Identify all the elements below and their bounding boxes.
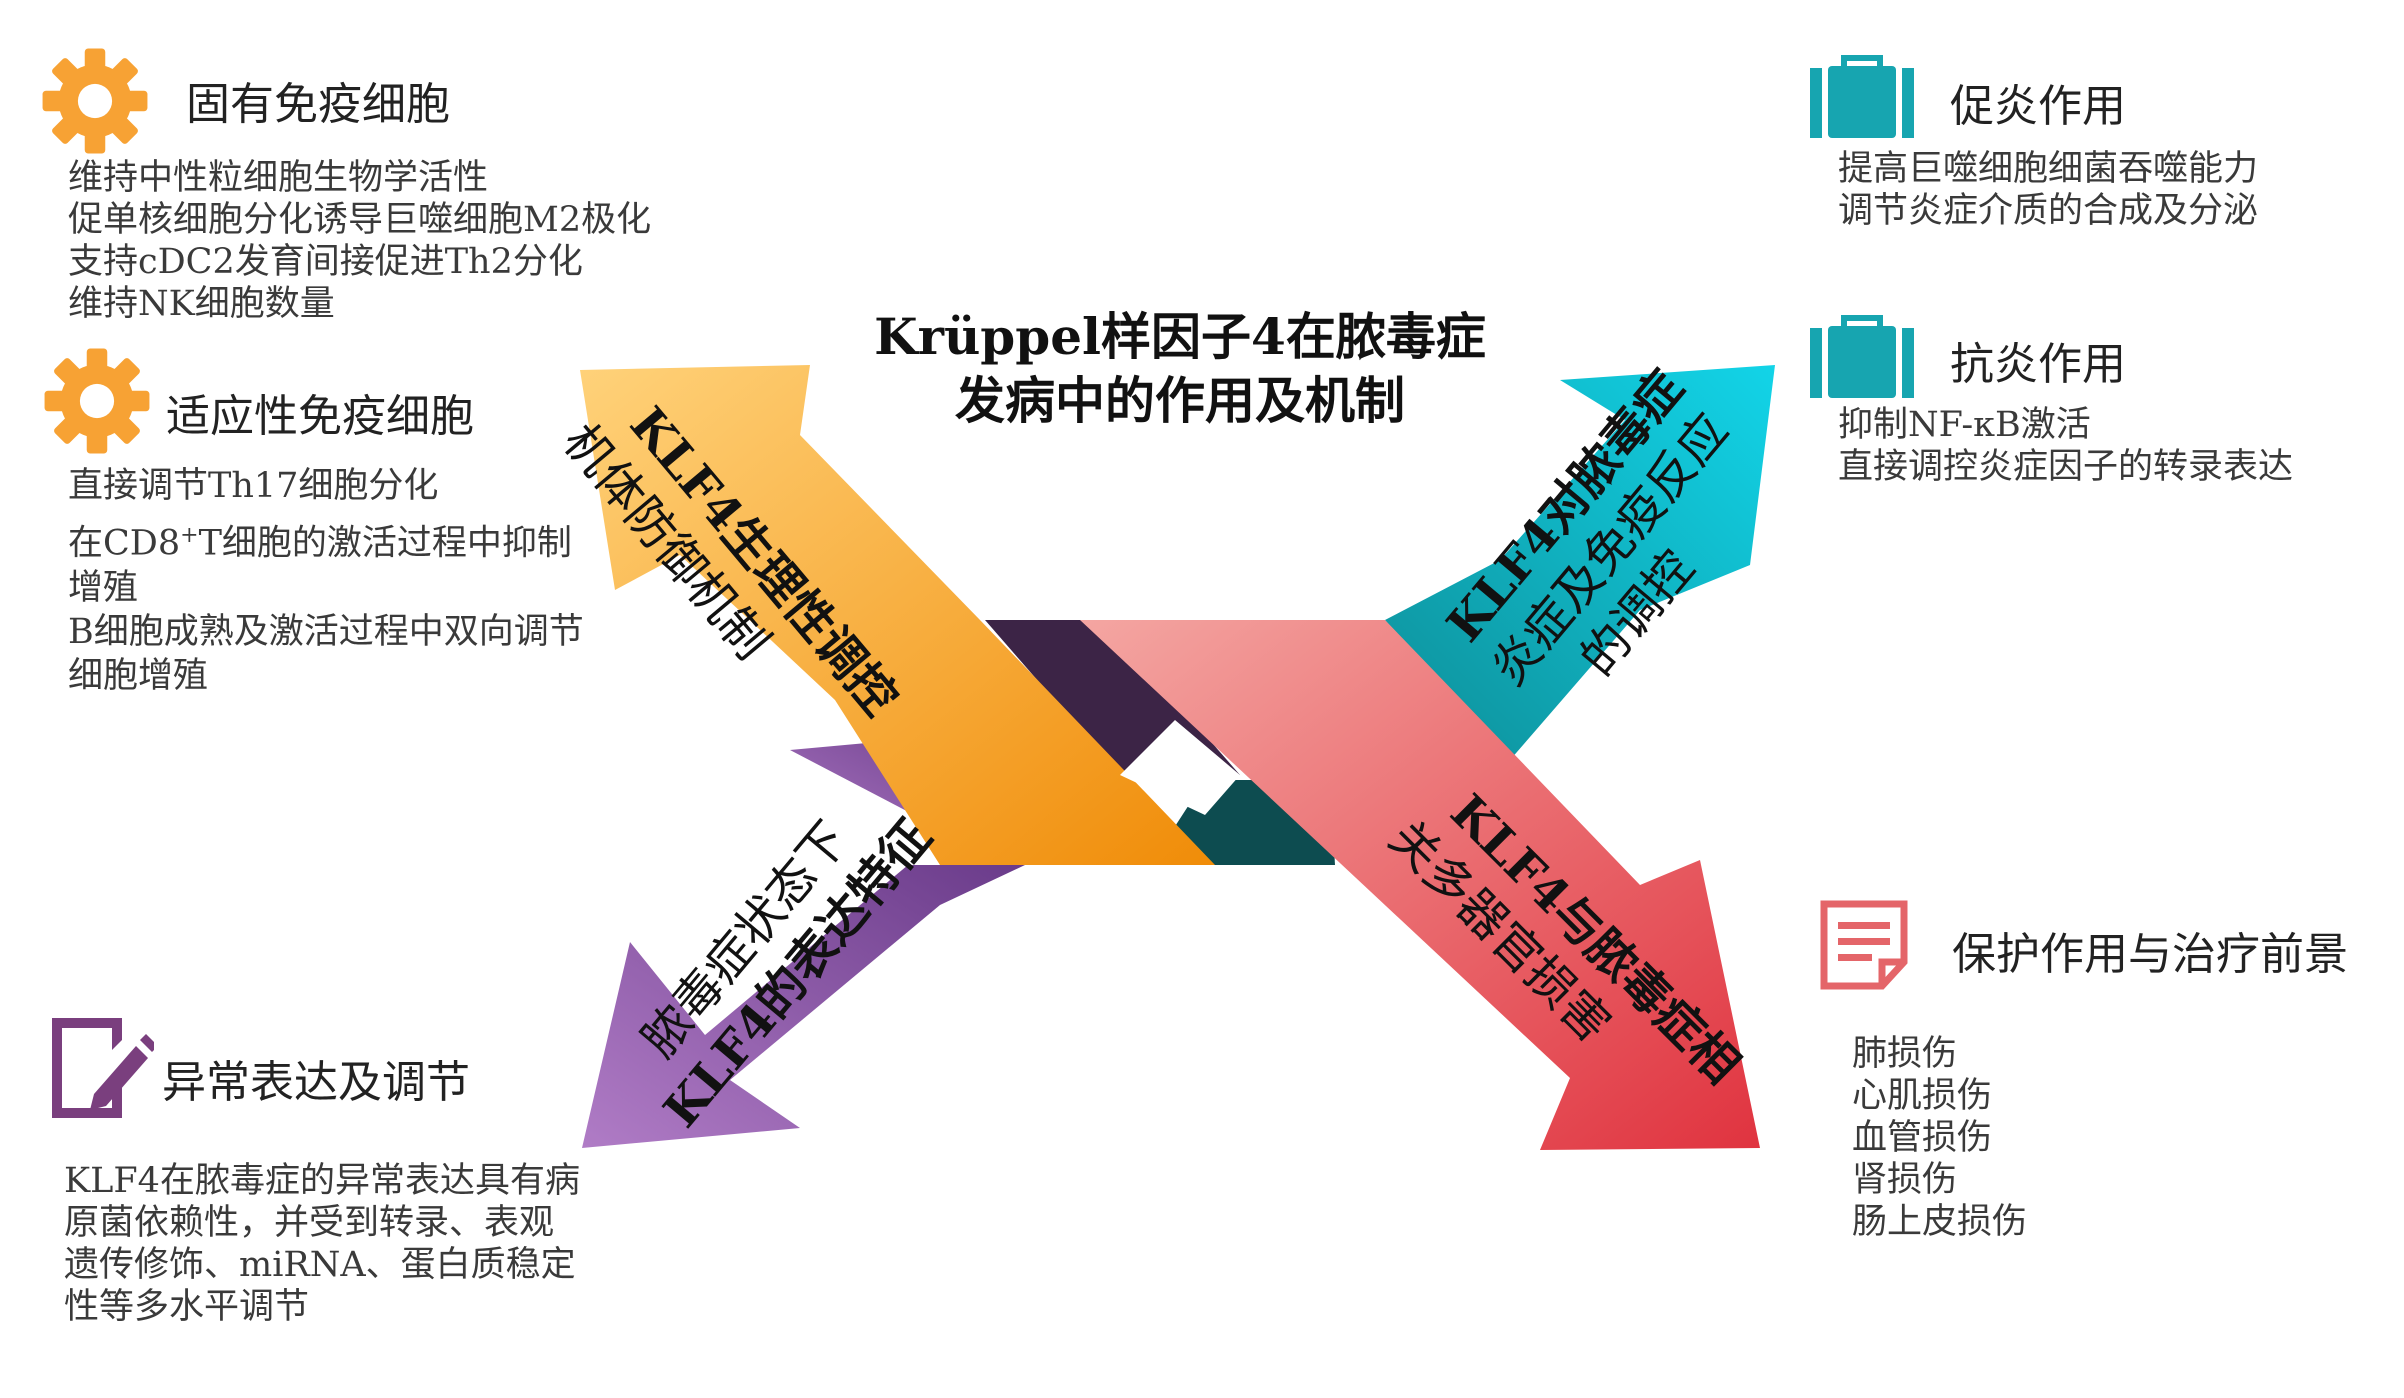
bag-icon <box>1810 315 1914 398</box>
pencil-note-icon <box>52 1018 154 1118</box>
list-item: 血管损伤 <box>1852 1118 1993 1158</box>
list-item: 肺损伤 <box>1852 1034 1958 1074</box>
list-item: B细胞成熟及激活过程中双向调节 <box>68 611 584 652</box>
list-item: 肾损伤 <box>1852 1160 1958 1200</box>
list-item: KLF4在脓毒症的异常表达具有病 <box>64 1161 580 1201</box>
adaptive-list: 直接调节Th17细胞分化 在CD8+T细胞的激活过程中抑制 增殖 B细胞成熟及激… <box>68 464 584 698</box>
gear-icon <box>44 348 150 454</box>
main-title-line: Krüppel样因子4在脓毒症 <box>874 307 1486 366</box>
list-item: 调节炎症介质的合成及分泌 <box>1838 191 2259 231</box>
list-item: 直接调控炎症因子的转录表达 <box>1838 447 2294 487</box>
list-item: 原菌依赖性，并受到转录、表观 <box>64 1203 555 1243</box>
section-title-protect: 保护作用与治疗前景 <box>1952 929 2348 980</box>
list-item-text: 在CD8 <box>68 523 181 564</box>
list-item: 性等多水平调节 <box>64 1287 310 1327</box>
list-item: 遗传修饰、miRNA、蛋白质稳定 <box>64 1245 576 1285</box>
superscript-plus: + <box>180 523 199 548</box>
orange-arrow <box>580 365 1215 865</box>
list-item: 细胞增殖 <box>68 655 209 696</box>
section-title-adaptive: 适应性免疫细胞 <box>166 391 474 442</box>
list-item: 肠上皮损伤 <box>1852 1202 2028 1242</box>
list-item: 维持中性粒细胞生物学活性 <box>68 158 489 198</box>
anti-list: 抑制NF-κB激活 直接调控炎症因子的转录表达 <box>1838 404 2293 488</box>
list-item: 心肌损伤 <box>1852 1076 1993 1116</box>
section-title-abnormal: 异常表达及调节 <box>162 1057 470 1108</box>
list-item: 直接调节Th17细胞分化 <box>68 466 439 506</box>
protect-list: 肺损伤 心肌损伤 血管损伤 肾损伤 肠上皮损伤 <box>1852 1033 2027 1243</box>
list-item: 支持cDC2发育间接促进Th2分化 <box>68 242 583 282</box>
section-title-innate: 固有免疫细胞 <box>186 79 450 130</box>
gear-icon <box>42 48 148 154</box>
bag-icon <box>1810 55 1914 138</box>
list-item: 抑制NF-κB激活 <box>1838 405 2091 445</box>
section-title-anti: 抗炎作用 <box>1950 339 2126 390</box>
section-title-pro: 促炎作用 <box>1950 81 2126 132</box>
list-item: 增殖 <box>68 567 139 608</box>
weave-gap <box>1120 720 1240 815</box>
list-item: 在CD8+T细胞的激活过程中抑制 <box>68 514 584 566</box>
main-title: Krüppel样因子4在脓毒症 发病中的作用及机制 <box>860 305 1500 433</box>
list-item-text: T细胞的激活过程中抑制 <box>198 523 572 564</box>
list-item: 维持NK细胞数量 <box>68 284 335 324</box>
pro-list: 提高巨噬细胞细菌吞噬能力 调节炎症介质的合成及分泌 <box>1838 148 2258 232</box>
innate-list: 维持中性粒细胞生物学活性 促单核细胞分化诱导巨噬细胞M2极化 支持cDC2发育间… <box>68 157 651 325</box>
teal-arrow <box>1385 365 1775 760</box>
document-icon <box>1820 900 1908 990</box>
main-title-line: 发病中的作用及机制 <box>955 371 1405 430</box>
list-item: 促单核细胞分化诱导巨噬细胞M2极化 <box>68 200 652 240</box>
abnormal-list: KLF4在脓毒症的异常表达具有病 原菌依赖性，并受到转录、表观 遗传修饰、miR… <box>64 1160 580 1328</box>
purple-arrow <box>582 865 1025 1148</box>
list-item: 提高巨噬细胞细菌吞噬能力 <box>1838 149 2259 189</box>
red-arrow <box>1080 620 1760 1150</box>
